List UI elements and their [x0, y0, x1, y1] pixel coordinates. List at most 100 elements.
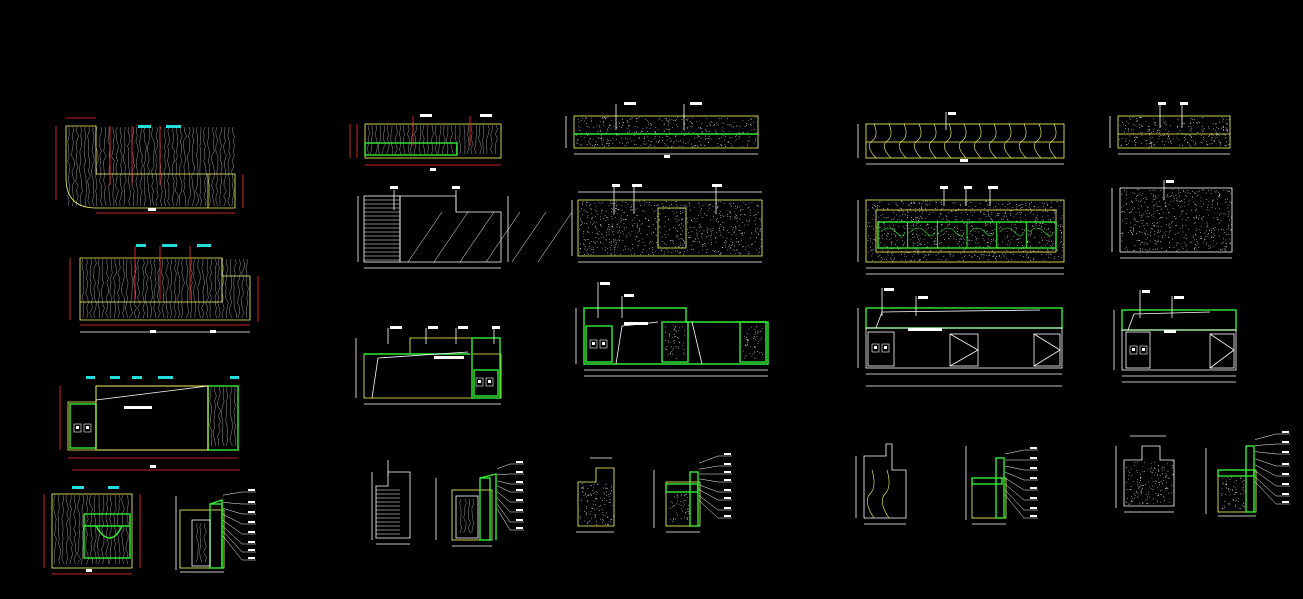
outline-edge — [665, 481, 701, 527]
wood-grain-stroke — [245, 258, 249, 319]
leader-text-block — [516, 519, 523, 521]
wood-grain-stroke — [214, 258, 217, 319]
panel-outline — [689, 471, 699, 527]
socket-frame — [83, 423, 92, 433]
panel-wave — [940, 227, 965, 237]
reception-desk-c-plan — [565, 102, 759, 158]
leader-line — [1119, 187, 1233, 253]
wood-grain-stroke — [378, 124, 382, 155]
wood-grain-stroke — [121, 494, 125, 565]
dimension-text-block — [712, 184, 722, 187]
speckle-dots — [665, 325, 686, 359]
wood-grain-stroke — [205, 258, 209, 319]
leader-text-block — [248, 549, 255, 551]
leader-line — [222, 526, 256, 545]
leader-line — [691, 321, 703, 365]
wood-grain-stroke — [463, 124, 466, 155]
panel-wave — [969, 227, 994, 237]
leader-text-block — [516, 527, 523, 529]
panel-outline — [471, 337, 501, 399]
leader-text-block — [724, 507, 731, 509]
leader-line — [496, 497, 524, 513]
dimension-text-block — [390, 186, 398, 189]
leader-text-block — [248, 557, 255, 559]
wood-grain-stroke — [169, 258, 173, 319]
wood-grain-stroke — [135, 126, 139, 206]
reception-desk-a-plan — [55, 117, 244, 214]
outline-edge — [95, 385, 209, 451]
wood-grain-stroke — [233, 258, 237, 319]
leader-text-block — [1030, 447, 1037, 449]
socket-face — [884, 346, 887, 349]
wood-grain-stroke — [87, 126, 91, 207]
leader-line — [222, 531, 256, 553]
wood-grain-stroke — [366, 124, 370, 155]
outline-edge — [451, 489, 493, 541]
wood-grain-stroke — [199, 522, 202, 563]
wood-grain-stroke — [121, 258, 125, 319]
reception-desk-b-plan — [349, 114, 502, 171]
dimension-text-block — [210, 330, 216, 333]
wood-grain-stroke — [474, 124, 478, 155]
callout-tag — [108, 486, 119, 489]
dimension-text-block — [390, 326, 402, 329]
panel-outline — [971, 477, 1003, 485]
wood-grain-stroke — [163, 126, 167, 207]
dimension-text-block — [86, 569, 92, 572]
speckle-dots — [743, 325, 763, 360]
wood-grain-stroke — [125, 494, 129, 565]
wood-grain-stroke — [225, 258, 229, 319]
leader-line — [191, 519, 211, 567]
panel-outline — [209, 499, 223, 568]
leader-line — [1209, 333, 1235, 369]
stone-speckle-hatch — [1119, 116, 1230, 148]
reception-desk-e-side-elevation — [1115, 435, 1175, 513]
dimension-text-block — [960, 159, 968, 162]
wave-line — [943, 123, 952, 159]
wood-grain-stroke — [185, 258, 189, 319]
wood-grain-stroke — [145, 258, 149, 319]
wood-grain-stroke — [175, 126, 179, 207]
leader-text-block — [724, 463, 731, 465]
dimension-text-block — [430, 168, 436, 171]
wood-grain-stroke — [217, 258, 221, 319]
wood-grain-stroke — [93, 258, 97, 319]
leader-line — [496, 508, 524, 531]
veneer-wave-hatch — [866, 469, 890, 519]
dimension-text-block — [612, 184, 620, 187]
wood-grain-stroke — [229, 258, 233, 319]
wood-grain-stroke — [221, 258, 225, 319]
stone-speckle-hatch — [669, 494, 690, 522]
wave-line — [881, 469, 890, 519]
material-leader-callouts — [1004, 447, 1038, 519]
wood-grain-stroke — [183, 126, 187, 206]
wood-grain-stroke — [83, 126, 87, 207]
leader-text-block — [1030, 507, 1037, 509]
wood-grain-stroke — [161, 258, 165, 319]
reception-desk-b-section — [435, 461, 524, 547]
leader-line — [1004, 483, 1038, 501]
power-socket-icon — [73, 423, 82, 433]
leader-line — [1004, 471, 1038, 481]
wave-line — [883, 123, 892, 159]
outline-edge — [865, 123, 1065, 159]
wave-line — [1003, 123, 1012, 159]
reception-desk-c-rear-elevation — [575, 282, 769, 377]
leader-line — [496, 463, 524, 470]
wood-grain-stroke — [171, 126, 175, 207]
wood-grain-stroke — [203, 126, 207, 207]
leader-line — [1209, 333, 1235, 369]
leader-line — [863, 443, 907, 519]
dimension-text-block — [918, 296, 928, 299]
wood-grain-stroke — [61, 494, 65, 565]
dimension-text-block — [948, 112, 956, 115]
leader-line — [1254, 451, 1290, 455]
dimension-text-block — [1158, 102, 1166, 105]
wood-grain-hatch — [53, 494, 129, 565]
wood-grain-stroke — [390, 124, 394, 155]
callout-tag — [86, 376, 95, 379]
socket-face — [874, 346, 877, 349]
callout-tag — [132, 376, 142, 379]
wave-line — [928, 123, 937, 159]
stone-speckle-hatch — [1125, 461, 1174, 505]
